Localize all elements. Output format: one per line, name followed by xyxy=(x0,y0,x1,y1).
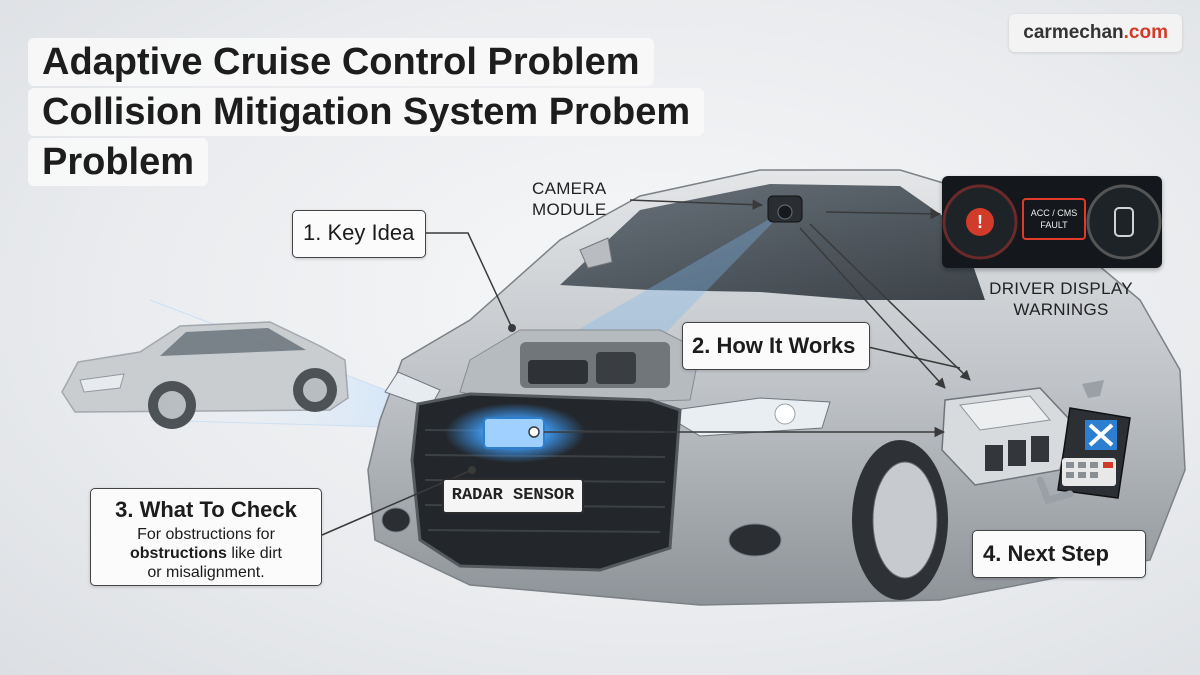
diagnostic-scanner xyxy=(1036,380,1131,505)
callout-what-to-check: 3. What To Check For obstructions for ob… xyxy=(90,488,322,586)
callout-next-step-heading: 4. Next Step xyxy=(983,541,1109,566)
callout-key-idea: 1. Key Idea xyxy=(292,210,426,258)
check-line-2-rest: like dirt xyxy=(226,545,282,562)
check-line-2: obstructions like dirt xyxy=(91,544,321,563)
callout-next-step: 4. Next Step xyxy=(972,530,1146,578)
callout-what-to-check-heading: 3. What To Check xyxy=(115,497,297,522)
callout-key-idea-heading: 1. Key Idea xyxy=(303,220,415,245)
brand-badge[interactable]: carmechan.com xyxy=(1009,14,1182,52)
title-line-2: Collision Mitigation System Probem xyxy=(28,88,705,136)
instrument-cluster: ! xyxy=(942,184,1162,260)
fault-warning: ACC / CMS FAULT xyxy=(1022,198,1086,240)
ecu-module xyxy=(941,387,1071,486)
title-line-3: Problem xyxy=(28,138,209,186)
display-label-line-2: WARNINGS xyxy=(1013,300,1109,319)
callout-how-it-works-heading: 2. How It Works xyxy=(692,333,856,358)
callout-what-to-check-body: For obstructions for obstructions like d… xyxy=(91,525,321,582)
check-line-2-bold: obstructions xyxy=(129,545,227,562)
display-label-line-1: DRIVER DISPLAY xyxy=(989,279,1133,298)
fault-line-1: ACC / CMS xyxy=(1030,208,1078,218)
fault-line-2: FAULT xyxy=(1040,220,1068,230)
radar-sensor-label: RADAR SENSOR xyxy=(442,478,584,514)
svg-text:!: ! xyxy=(977,212,983,232)
brand-domain: .com xyxy=(1123,22,1168,43)
check-line-3: or misalignment. xyxy=(147,564,265,581)
driver-display-label: DRIVER DISPLAY WARNINGS xyxy=(975,278,1147,320)
brand-name: carmechan xyxy=(1023,22,1124,43)
driver-display-panel: ! ACC / CMS FAULT xyxy=(942,176,1162,268)
title-line-1: Adaptive Cruise Control Problem xyxy=(28,38,654,86)
lead-vehicle xyxy=(61,321,349,429)
camera-label-line-2: MODULE xyxy=(532,200,607,219)
camera-label-line-1: CAMERA xyxy=(532,179,607,198)
check-line-1: For obstructions for xyxy=(137,526,275,543)
camera-module-label: CAMERA MODULE xyxy=(532,178,632,220)
callout-how-it-works: 2. How It Works xyxy=(682,322,870,370)
